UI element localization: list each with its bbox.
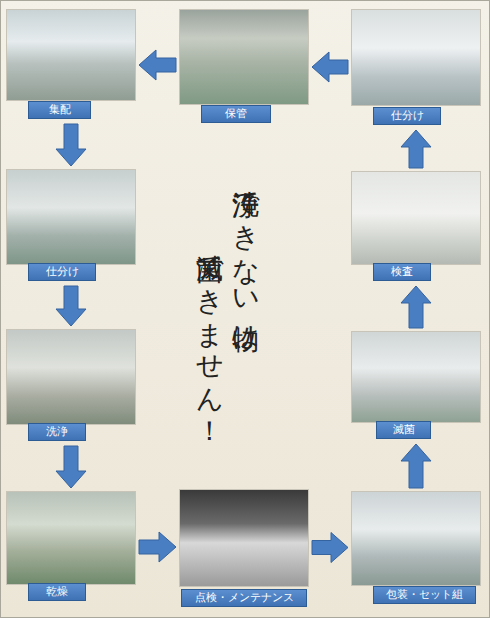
step-photo: [179, 9, 309, 105]
step-label: 滅菌: [376, 421, 431, 439]
flow-arrow: [312, 52, 348, 82]
flow-arrow: [401, 444, 431, 488]
step-label: 洗浄: [28, 423, 86, 441]
flow-arrow: [56, 124, 86, 166]
step-label: 仕分け: [373, 107, 441, 125]
flow-arrow: [139, 532, 176, 562]
flow-arrow: [56, 286, 86, 326]
step-photo: [351, 171, 481, 265]
step-photo: [351, 9, 481, 106]
center-note: 洗浄できない物は、: [229, 169, 263, 369]
process-step: 検査: [351, 171, 481, 283]
flow-arrow: [401, 130, 431, 168]
process-step: 点検・メンテナンス: [179, 489, 309, 609]
process-step: 仕分け: [6, 169, 136, 283]
process-step: 洗浄: [6, 329, 136, 443]
step-photo: [6, 169, 136, 265]
step-photo: [351, 491, 481, 586]
flow-arrow: [401, 286, 431, 328]
process-step: 保管: [179, 9, 309, 125]
step-label: 乾燥: [28, 583, 86, 601]
step-label: 点検・メンテナンス: [181, 589, 307, 607]
step-photo: [6, 491, 136, 585]
process-step: 乾燥: [6, 491, 136, 603]
step-label: 検査: [373, 263, 431, 281]
flow-arrow: [139, 50, 176, 80]
step-label: 集配: [28, 101, 91, 119]
step-label: 包装・セット組: [373, 586, 476, 604]
process-step: 仕分け: [351, 9, 481, 127]
flow-arrow: [312, 533, 348, 563]
process-step: 包装・セット組: [351, 491, 481, 604]
step-photo: [351, 331, 481, 423]
step-label: 仕分け: [28, 263, 96, 281]
step-photo: [179, 489, 309, 587]
step-photo: [6, 329, 136, 425]
process-step: 集配: [6, 9, 136, 121]
center-note: 滅菌できません！: [193, 233, 227, 431]
step-photo: [6, 9, 136, 101]
flow-arrow: [56, 446, 86, 488]
step-label: 保管: [201, 105, 271, 123]
process-step: 滅菌: [351, 331, 481, 441]
